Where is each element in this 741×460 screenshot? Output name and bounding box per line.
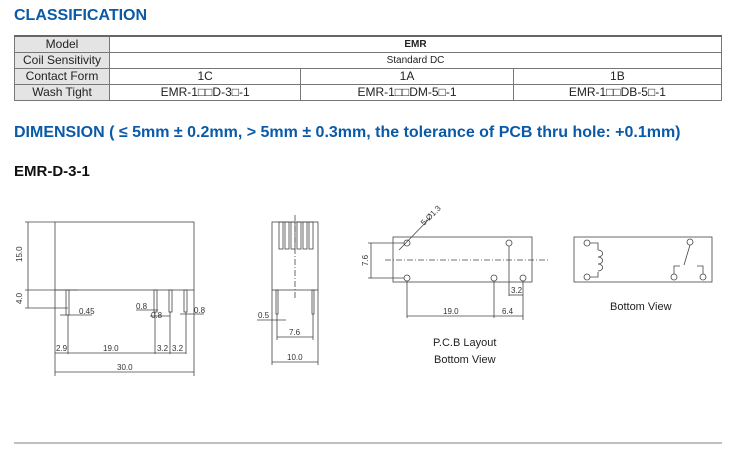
row-label: Wash Tight [14, 84, 110, 101]
coil-winding-icon [597, 249, 603, 272]
dim-pin-thickness: 0.5 [258, 311, 270, 320]
row-label: Model [14, 35, 110, 53]
cell: EMR-1□□D-3□-1 [108, 84, 302, 101]
dim-total: 30.0 [117, 363, 133, 372]
dim-pcb-d1: 3.2 [511, 286, 523, 295]
pcb-caption: P.C.B Layout [433, 337, 496, 349]
dim-side-width: 10.0 [287, 353, 303, 362]
dim-d2: 19.0 [103, 344, 119, 353]
cell: EMR-1□□DM-5□-1 [300, 84, 514, 101]
cell: EMR-1□□DB-5□-1 [512, 84, 723, 101]
dim-pin-width: 0.45 [79, 307, 95, 316]
dim-d3: 3.2 [157, 344, 169, 353]
dim-pcb-d3: 6.4 [502, 307, 514, 316]
front-view [25, 221, 204, 376]
classification-heading: CLASSIFICATION [14, 7, 148, 24]
dimension-heading: DIMENSION ( ≤ 5mm ± 0.2mm, > 5mm ± 0.3mm… [14, 124, 681, 141]
dim-holes: 5-Ø1.3 [419, 203, 443, 227]
dim-pcb-pitch: 7.6 [361, 254, 370, 266]
coil-icon [590, 242, 599, 278]
dim-d1: 2.9 [56, 344, 68, 353]
schematic-view [573, 236, 713, 283]
row-label: Contact Form [14, 68, 110, 85]
dim-pin-length: 4.0 [15, 292, 24, 304]
schematic-caption: Bottom View [610, 301, 672, 313]
switch-icon [683, 244, 691, 266]
dim-pin-2: 0.8 [151, 311, 163, 320]
dim-d4: 3.2 [172, 344, 184, 353]
dim-height: 15.0 [15, 246, 24, 262]
dim-pin-1: 0.8 [136, 302, 148, 311]
pcb-layout [368, 217, 548, 320]
dim-pin-3: 0.8 [194, 306, 206, 315]
side-view [257, 215, 319, 365]
pcb-caption-2: Bottom View [434, 354, 496, 366]
model-heading: EMR-D-3-1 [14, 163, 90, 180]
dim-side-pitch: 7.6 [289, 328, 301, 337]
dim-pcb-d2: 19.0 [443, 307, 459, 316]
